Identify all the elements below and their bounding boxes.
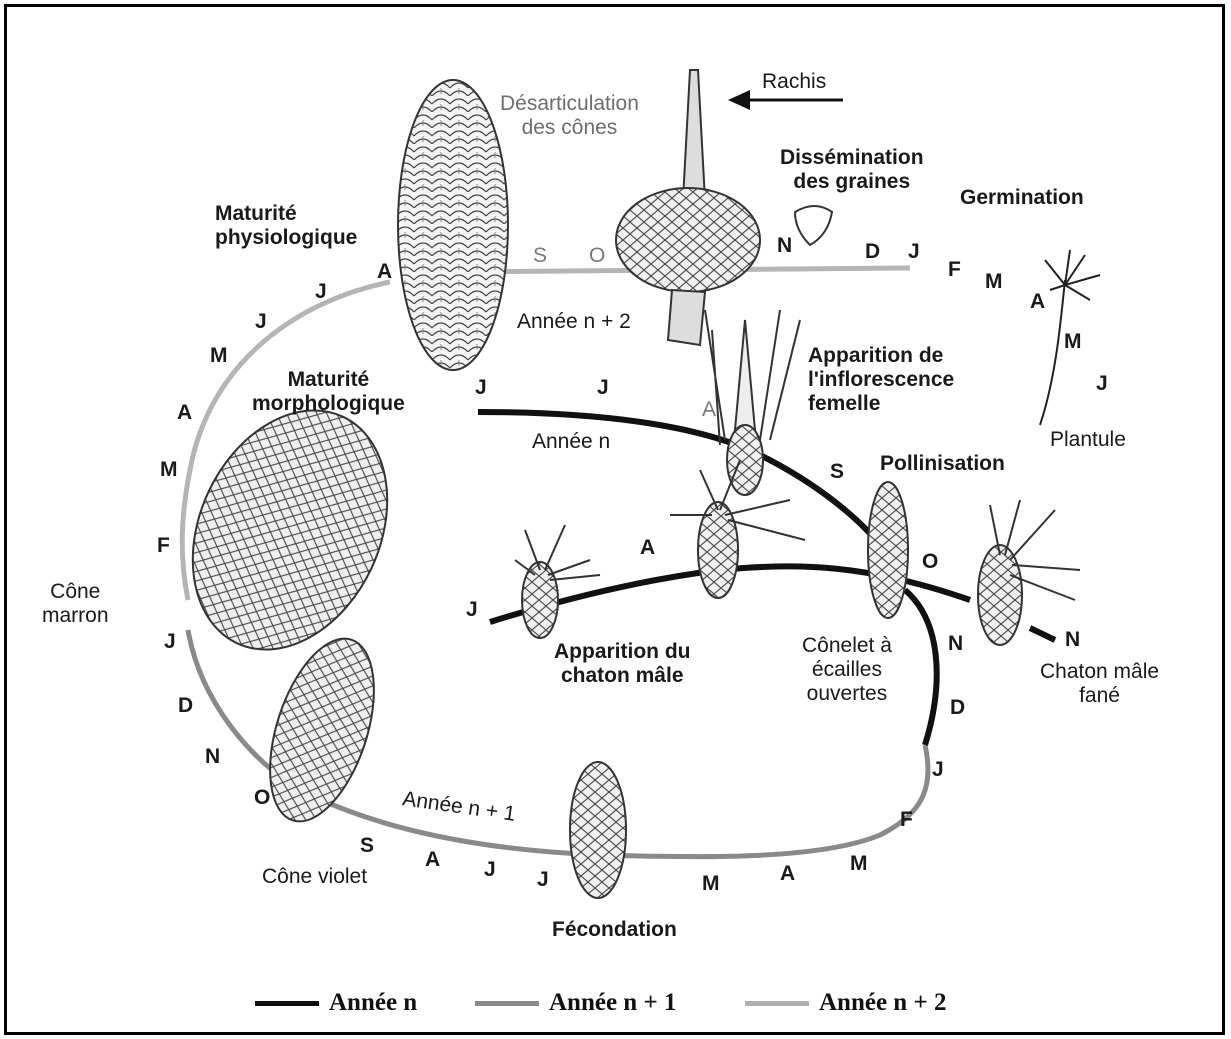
month-letter: J (484, 858, 496, 882)
month-letter: S (533, 244, 547, 268)
conelet-icon (868, 482, 908, 618)
violet-cone-icon (250, 626, 394, 835)
month-letter: A (425, 848, 440, 872)
rachis-icon (683, 70, 705, 200)
month-letter: D (950, 696, 965, 720)
month-letter: A (1030, 290, 1045, 314)
month-letter: M (702, 872, 720, 896)
year-n-chaton-end (1030, 628, 1055, 640)
month-letter: S (830, 460, 844, 484)
month-letter: N (948, 632, 963, 656)
apparition-chaton-label: Apparition du chaton mâle (554, 640, 690, 688)
month-letter: J (597, 376, 609, 400)
month-letter: O (254, 786, 270, 810)
month-letter: A (177, 401, 192, 425)
month-letter: J (932, 758, 944, 782)
month-letter: A (640, 536, 655, 560)
legend: Année n + 1 (475, 985, 676, 1021)
annee-n-label: Année n (532, 430, 610, 454)
brown-cone-icon (156, 379, 425, 682)
legend-label-year-n1: Année n + 1 (549, 989, 676, 1017)
month-letter: M (210, 344, 228, 368)
cone-violet-label: Cône violet (262, 865, 367, 889)
month-letter: J (908, 240, 920, 264)
germination-label: Germination (960, 186, 1084, 210)
month-letter: J (466, 598, 478, 622)
arrow-icon (728, 90, 750, 110)
chaton-fane-label: Chaton mâle fané (1040, 660, 1159, 708)
month-letter: F (157, 534, 170, 558)
month-letter: M (850, 852, 868, 876)
month-letter: J (537, 868, 549, 892)
legend: Année n + 2 (745, 985, 946, 1021)
month-letter: N (1065, 628, 1080, 652)
dissemination-label: Dissémination des graines (780, 146, 924, 194)
month-letter: J (1096, 372, 1108, 396)
month-letter: N (777, 234, 792, 258)
month-letter: A (702, 398, 716, 422)
month-letter: J (164, 630, 176, 654)
maturite-physio-label: Maturité physiologique (215, 202, 357, 250)
mature-cone-icon (398, 80, 508, 370)
maturite-morpho-label: Maturité morphologique (252, 368, 405, 416)
annee-n2-label: Année n + 2 (517, 310, 631, 334)
plantule-label: Plantule (1050, 428, 1126, 452)
month-letter: D (865, 240, 880, 264)
month-letter: J (475, 376, 487, 400)
legend: Année n (255, 985, 417, 1021)
month-letter: M (985, 270, 1003, 294)
conelet-label: Cônelet à écailles ouvertes (802, 634, 892, 706)
month-letter: F (900, 808, 913, 832)
month-letter: O (922, 550, 938, 574)
fecundation-cone-icon (570, 762, 626, 898)
month-letter: J (315, 280, 327, 304)
month-letter: N (205, 745, 220, 769)
fecondation-label: Fécondation (552, 918, 677, 942)
legend-label-year-n: Année n (329, 989, 417, 1017)
seed-icon (795, 206, 832, 245)
month-letter: A (377, 260, 392, 284)
year-n-right-line (905, 590, 937, 745)
month-letter: O (589, 244, 605, 268)
rachis-label: Rachis (762, 70, 826, 94)
month-letter: D (178, 694, 193, 718)
cone-marron-label: Cône marron (42, 580, 109, 628)
month-letter: S (360, 834, 374, 858)
month-letter: A (780, 862, 795, 886)
legend-swatch-year-n1 (475, 1001, 539, 1006)
desarticulation-label: Désarticulation des cônes (500, 92, 639, 140)
legend-label-year-n2: Année n + 2 (819, 989, 946, 1017)
legend-swatch-year-n2 (745, 1001, 809, 1006)
legend-swatch-year-n (255, 1001, 319, 1006)
month-letter: M (160, 458, 178, 482)
month-letter: F (948, 258, 961, 282)
month-letter: M (1064, 330, 1082, 354)
apparition-inflo-label: Apparition de l'inflorescence femelle (808, 344, 954, 416)
opened-cone-icon (616, 188, 760, 292)
pollinisation-label: Pollinisation (880, 452, 1005, 476)
male-catkin-icon (515, 460, 1080, 645)
month-letter: J (255, 310, 267, 334)
